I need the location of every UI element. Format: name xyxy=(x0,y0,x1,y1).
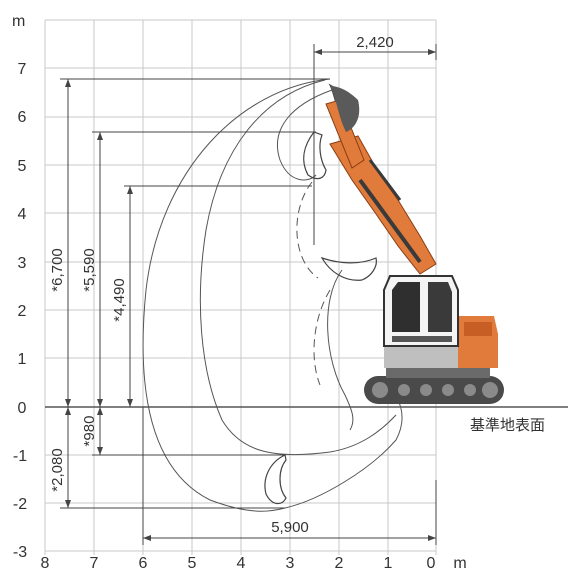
machine-bucket xyxy=(330,86,360,132)
y-tick-label: 3 xyxy=(18,255,27,272)
grid xyxy=(44,19,437,555)
bucket-upper-icon xyxy=(303,131,327,180)
y-tick-label: 0 xyxy=(18,400,27,417)
dim-4490: *4,490 xyxy=(111,278,128,321)
dim-top-width: 2,420 xyxy=(356,34,394,51)
y-tick-label: 5 xyxy=(18,158,27,175)
min-radius-curve xyxy=(327,269,354,431)
hydraulic-cylinder xyxy=(358,178,422,264)
x-axis-unit: m xyxy=(453,555,466,571)
arm xyxy=(325,99,365,169)
x-tick-label: 6 xyxy=(139,555,148,571)
track xyxy=(364,376,504,404)
x-tick-label: 2 xyxy=(335,555,344,571)
dim-980: *980 xyxy=(81,416,98,447)
y-tick-label: 6 xyxy=(18,109,27,126)
y-tick-label: 2 xyxy=(18,303,27,320)
y-tick-label: 7 xyxy=(18,61,27,78)
x-tick-label: 8 xyxy=(41,555,50,571)
y-tick-label: -3 xyxy=(13,544,27,561)
x-tick-label: 4 xyxy=(237,555,246,571)
boom xyxy=(329,135,437,275)
x-tick-label: 1 xyxy=(384,555,393,571)
x-tick-label: 0 xyxy=(427,555,436,571)
dashed-path xyxy=(296,181,319,279)
inner-envelope xyxy=(199,79,397,456)
y-tick-label: -1 xyxy=(13,448,27,465)
dim-dump-height: *5,590 xyxy=(81,248,98,291)
dim-reach-ground: 5,900 xyxy=(271,519,309,536)
y-tick-label: 1 xyxy=(18,351,27,368)
outer-envelope xyxy=(142,78,331,512)
bucket-middle-icon xyxy=(320,256,377,281)
dashed-path-lower xyxy=(313,289,331,386)
dim-max-height: *6,700 xyxy=(49,248,66,291)
y-tick-label: 4 xyxy=(18,206,27,223)
dim-max-depth: *2,080 xyxy=(49,448,66,491)
cab-window xyxy=(392,282,420,332)
ground-label: 基準地表面 xyxy=(470,417,545,434)
x-tick-label: 3 xyxy=(286,555,295,571)
x-tick-label: 5 xyxy=(188,555,197,571)
y-axis: m 7 6 5 4 3 2 1 0 -1 -2 -3 xyxy=(12,13,27,561)
cab-window-rear xyxy=(428,282,452,332)
y-axis-unit: m xyxy=(12,13,25,30)
x-axis: 8 7 6 5 4 3 2 1 0 m xyxy=(41,555,467,571)
bucket-bottom-icon xyxy=(264,454,287,505)
dimension-lines xyxy=(60,44,437,545)
x-tick-label: 7 xyxy=(90,555,99,571)
working-envelope xyxy=(142,78,403,512)
lower-envelope xyxy=(284,395,403,509)
excavator-machine xyxy=(325,86,504,404)
y-tick-label: -2 xyxy=(13,496,27,513)
bucket-curl-envelope xyxy=(276,89,333,181)
dimension-labels: 2,420 *6,700 *5,590 *4,490 *980 *2,080 5… xyxy=(49,34,394,536)
